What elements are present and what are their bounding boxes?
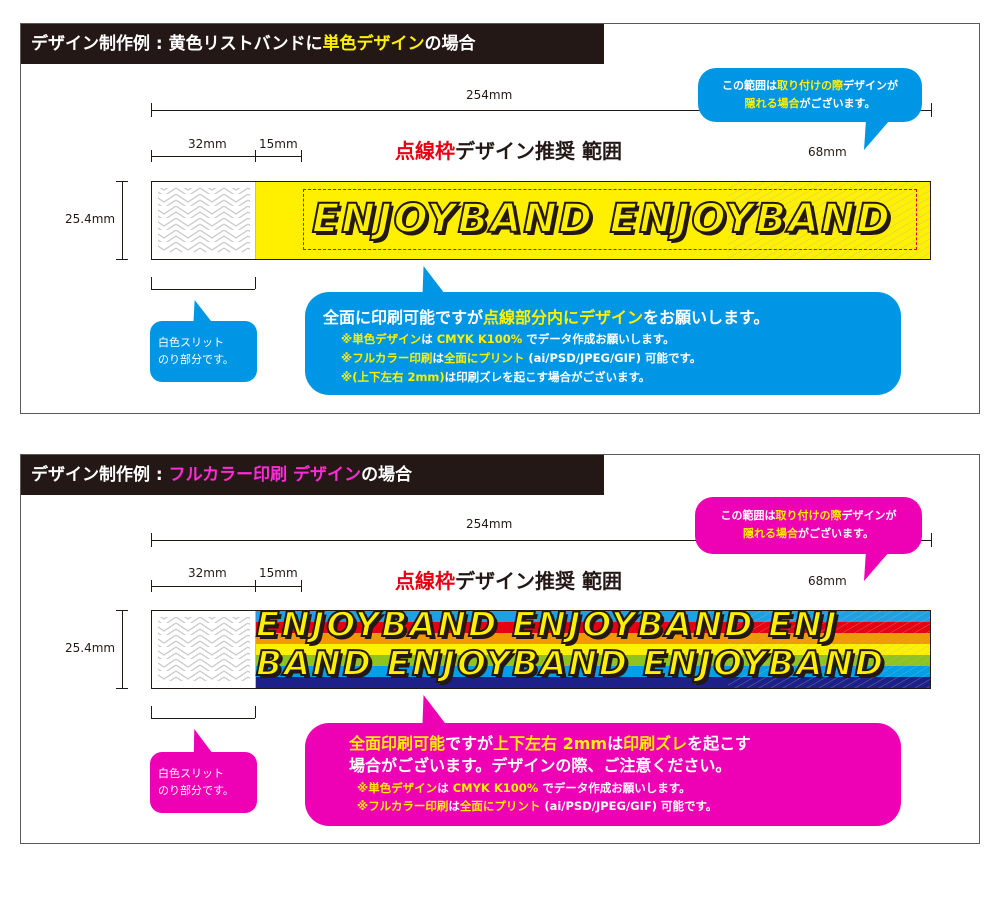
dim-tick [116,610,128,611]
dim-tick [255,277,256,289]
dim-tick [151,150,152,162]
dim-tick [151,533,152,547]
dim-tick [931,103,932,117]
dim-tick [151,277,152,289]
dotted-design-frame [303,189,917,250]
chevron-pattern [158,188,250,252]
note-line: ※単色デザインは CMYK K100% でデータ作成お願いします。 [357,781,691,795]
dim-slit-label: 32mm [188,566,227,580]
note-line: ※フルカラー印刷は全面にプリント (ai/PSD/JPEG/GIF) 可能です。 [357,799,718,813]
slit-note-bubble: 白色スリット のり部分です。 [150,321,257,382]
dim-tick [151,580,152,592]
dim-tick [151,706,152,718]
dim-height-line [122,181,123,259]
print-note-heading-2: 場合がございます。デザインの際、ご注意ください。 [349,756,732,775]
hidden-area-note-bubble: この範囲は取り付けの際デザインが 隠れる場合がございます。 [695,497,922,554]
panel-title: デザイン制作例 : 黄色リストバンドに単色デザインの場合 [21,24,604,64]
slit-note-bubble: 白色スリット のり部分です。 [150,752,257,813]
print-note-heading: 全面に印刷可能ですが点線部分内にデザインをお願いします。 [323,308,770,327]
dim-hidden-label: 68mm [808,145,847,159]
note-line: ※フルカラー印刷は全面にプリント (ai/PSD/JPEG/GIF) 可能です。 [341,351,702,365]
dim-total-line [151,110,931,111]
chevron-pattern [158,617,250,681]
hidden-area-hatch [728,182,930,259]
dim-margin-label: 15mm [259,566,298,580]
enjoyband-logo-row1: ENJOYBAND ENJOYBAND ENJ [255,610,839,646]
print-note-bubble: 全面印刷可能ですが上下左右 2mmは印刷ズレを起こす 場合がございます。デザイン… [305,723,901,826]
wristband-yellow: ENJOYBAND ENJOYBAND [151,181,931,260]
bubble-tail [852,120,890,150]
dim-total-label: 254mm [466,517,513,531]
hidden-area-note-bubble: この範囲は取り付けの際デザインが 隠れる場合がございます。 [698,68,922,122]
dim-tick [116,259,128,260]
dim-slit-line-bottom [151,718,255,719]
dim-tick [301,580,302,592]
dim-tick [151,103,152,117]
dim-height-label: 25.4mm [65,212,116,226]
dim-tick [116,688,128,689]
panel-title: デザイン制作例 : フルカラー印刷 デザインの場合 [21,455,604,495]
dim-total-line [151,540,931,541]
wristband-fullcolor: ENJOYBAND ENJOYBAND ENJ BAND ENJOYBAND E… [151,610,931,689]
panel-single-color: デザイン制作例 : 黄色リストバンドに単色デザインの場合 254mm 32mm … [20,23,980,414]
print-note-bubble: 全面に印刷可能ですが点線部分内にデザインをお願いします。 ※単色デザインは CM… [305,292,901,395]
dim-tick [931,533,932,547]
slit-area [152,182,256,259]
enjoyband-logo-row2: BAND ENJOYBAND ENJOYBAND [255,643,886,685]
bubble-tail [411,695,447,725]
dim-slit-line [151,586,301,587]
dim-tick [255,580,256,592]
dim-height-line [122,610,123,688]
note-line: ※単色デザインは CMYK K100% でデータ作成お願いします。 [341,332,675,346]
dim-total-label: 254mm [466,88,513,102]
recommended-area-heading: 点線枠デザイン推奨 範囲 [395,569,622,593]
enjoyband-logo: ENJOYBAND ENJOYBAND [311,195,892,243]
slit-area [152,611,256,688]
dim-slit-label: 32mm [188,137,227,151]
panel-full-color: デザイン制作例 : フルカラー印刷 デザインの場合 254mm 32mm 15m… [20,454,980,844]
recommended-area-heading: 点線枠デザイン推奨 範囲 [395,139,622,163]
dim-tick [255,706,256,718]
dim-tick [301,150,302,162]
dim-margin-label: 15mm [259,137,298,151]
dim-slit-line [151,156,301,157]
print-note-heading: 全面印刷可能ですが上下左右 2mmは印刷ズレを起こす [349,734,751,753]
dim-tick [116,181,128,182]
dim-tick [255,150,256,162]
dim-hidden-label: 68mm [808,574,847,588]
bubble-tail [852,551,890,581]
rainbow-stripes [256,611,930,688]
note-line: ※(上下左右 2mm)は印刷ズレを起こす場合がございます。 [341,370,651,384]
dim-slit-line-bottom [151,289,255,290]
dim-height-label: 25.4mm [65,641,116,655]
